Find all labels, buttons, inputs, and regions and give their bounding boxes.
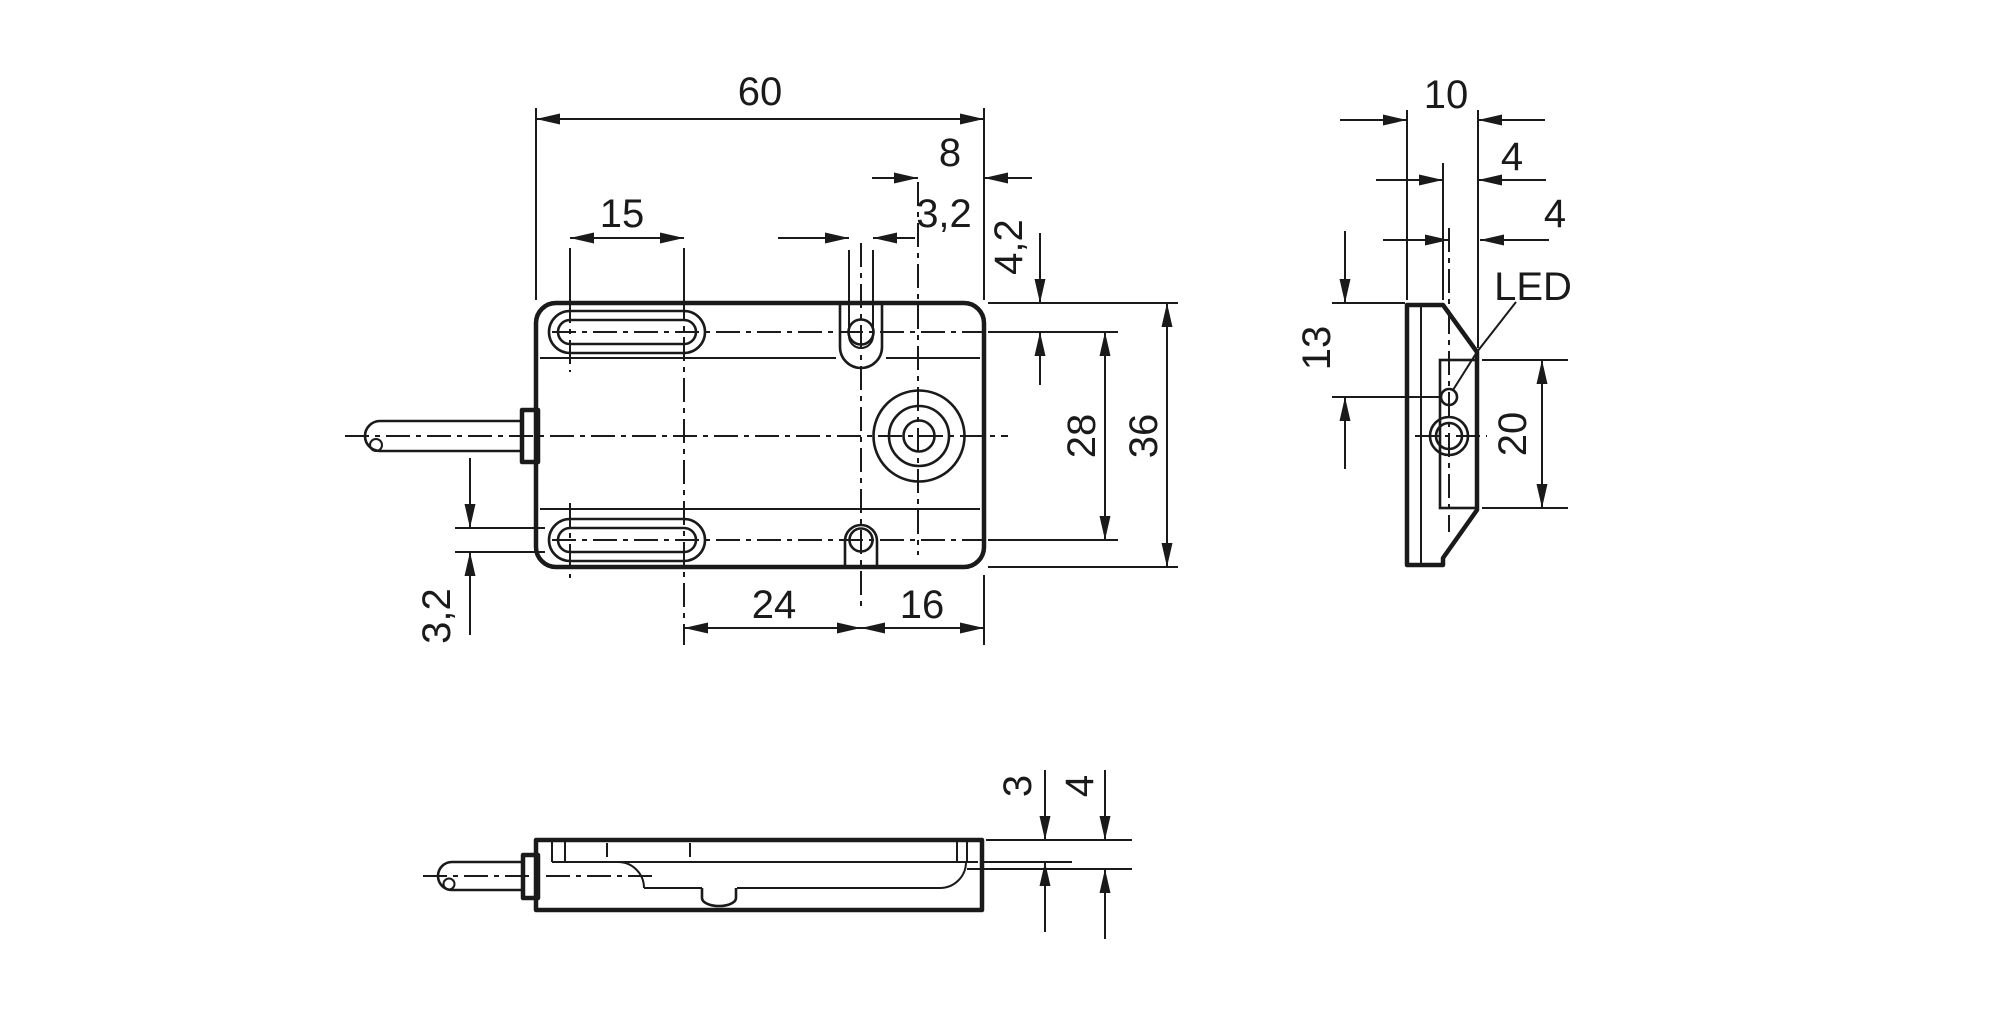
front-bottom-hole-recess: [843, 523, 879, 565]
dim-side-led-offset: 13: [1295, 231, 1440, 469]
dim-front-hole-spacing-label: 28: [1060, 414, 1104, 459]
dim-bottom-insert-depth-label: 4: [1058, 775, 1102, 797]
dim-front-slot-length-label: 15: [600, 192, 645, 236]
dim-front-slot-width-top: 3,2: [778, 192, 972, 244]
dim-front-length-label: 60: [738, 70, 783, 114]
dim-front-slot-width-left-label: 3,2: [415, 588, 459, 644]
dim-front-slot-length: 15: [569, 192, 685, 305]
dim-front-width-label: 36: [1122, 414, 1166, 459]
dim-front-hole-offset: 4,2: [987, 219, 1178, 385]
front-dimensions: 60 8 15 3,2 4,2: [415, 70, 1178, 645]
dim-front-center-to-edge-label: 8: [939, 131, 961, 175]
dim-front-hole-offset-label: 4,2: [987, 219, 1031, 275]
bottom-view: [423, 837, 985, 913]
dim-bottom-face-plate: 3: [982, 770, 1132, 932]
cable-bottom-end-detail: [442, 877, 456, 891]
bottom-hole-notch: [700, 888, 738, 908]
dim-front-width: 36: [988, 303, 1178, 568]
dim-front-slot-to-hole: 24: [684, 575, 985, 645]
side-dimensions: 10 4 4 13 20: [1295, 73, 1572, 509]
side-sensing-insert: [1438, 358, 1479, 510]
dim-side-face-to-axis-label: 4: [1544, 192, 1566, 236]
dim-front-hole-to-edge-label: 16: [900, 583, 945, 627]
dim-front-slot-to-hole-label: 24: [752, 583, 797, 627]
dim-front-slot-width-left: 3,2: [415, 458, 545, 644]
dim-front-hole-spacing: 28: [988, 332, 1118, 541]
dim-bottom-insert-depth: 4: [967, 770, 1132, 939]
dim-front-center-to-edge: 8: [872, 131, 1032, 184]
dim-side-top-flat: 4: [1376, 135, 1546, 300]
bottom-channel-lines: [617, 861, 967, 889]
cable-front-end-detail: [369, 438, 383, 452]
dim-side-face-height: 20: [1482, 359, 1568, 509]
dim-side-face-to-axis: 4: [1383, 192, 1566, 246]
side-view: [1404, 228, 1487, 568]
bottom-dimensions: 3 4: [967, 770, 1132, 939]
dim-side-thickness: 10: [1340, 73, 1545, 348]
dim-bottom-face-plate-label: 3: [996, 775, 1040, 797]
dim-side-led-offset-label: 13: [1295, 326, 1339, 371]
dim-side-top-flat-label: 4: [1501, 135, 1523, 179]
dim-front-slot-width-top-label: 3,2: [916, 192, 972, 236]
dim-side-face-height-label: 20: [1491, 412, 1535, 457]
dim-front-length: 60: [535, 70, 985, 300]
front-view: [345, 182, 1008, 645]
dim-front-hole-to-edge: 16: [861, 583, 984, 634]
led-callout: LED: [1452, 265, 1572, 391]
dim-side-thickness-label: 10: [1424, 73, 1469, 117]
led-leader-line: [1452, 301, 1517, 391]
bottom-internal-verticals: [551, 840, 968, 862]
led-label: LED: [1494, 265, 1572, 309]
